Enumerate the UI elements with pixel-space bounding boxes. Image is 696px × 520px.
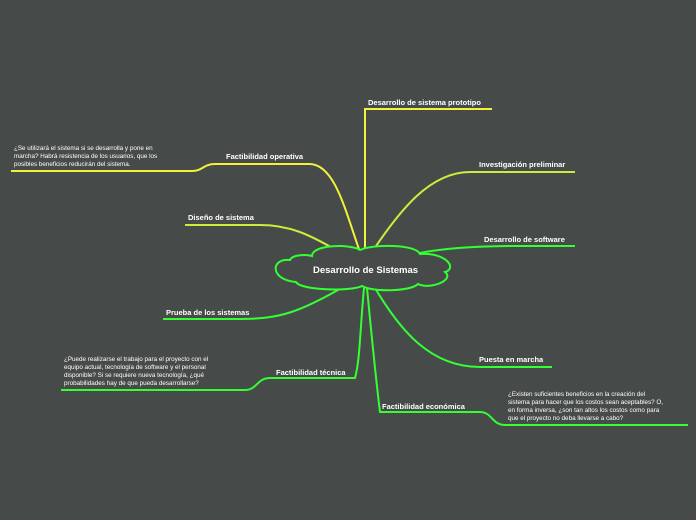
- connector-economica: [366, 287, 688, 426]
- central-cloud-shape: [274, 244, 452, 292]
- note-tecnica: ¿Puede realizarse el trabajo para el pro…: [64, 356, 209, 387]
- branch-puesta[interactable]: Puesta en marcha: [479, 355, 544, 364]
- branch-economica[interactable]: Factibilidad económica: [382, 402, 465, 411]
- branch-diseno[interactable]: Diseño de sistema: [188, 213, 254, 222]
- branch-operativa[interactable]: Factibilidad operativa: [226, 152, 304, 161]
- note-economica: ¿Existen suficientes beneficios en la cr…: [508, 391, 664, 422]
- connector-software: [419, 245, 575, 254]
- branch-investigacion[interactable]: Investigación preliminar: [479, 160, 566, 169]
- connector-operativa: [11, 163, 361, 253]
- note-operativa: ¿Se utilizará el sistema si se desarroll…: [14, 145, 158, 168]
- branch-tecnica[interactable]: Factibilidad técnica: [276, 368, 346, 377]
- branch-prototipo[interactable]: Desarrollo de sistema prototipo: [368, 98, 481, 107]
- connector-puesta: [374, 287, 552, 368]
- branch-software[interactable]: Desarrollo de software: [484, 235, 565, 244]
- branch-prueba[interactable]: Prueba de los sistemas: [166, 308, 250, 317]
- connector-prueba: [163, 285, 346, 320]
- connector-investigacion: [371, 171, 575, 253]
- connector-prototipo: [364, 108, 492, 250]
- connector-tecnica: [61, 287, 365, 391]
- central-node-label[interactable]: Desarrollo de Sistemas: [313, 265, 419, 276]
- connector-diseno: [185, 224, 337, 251]
